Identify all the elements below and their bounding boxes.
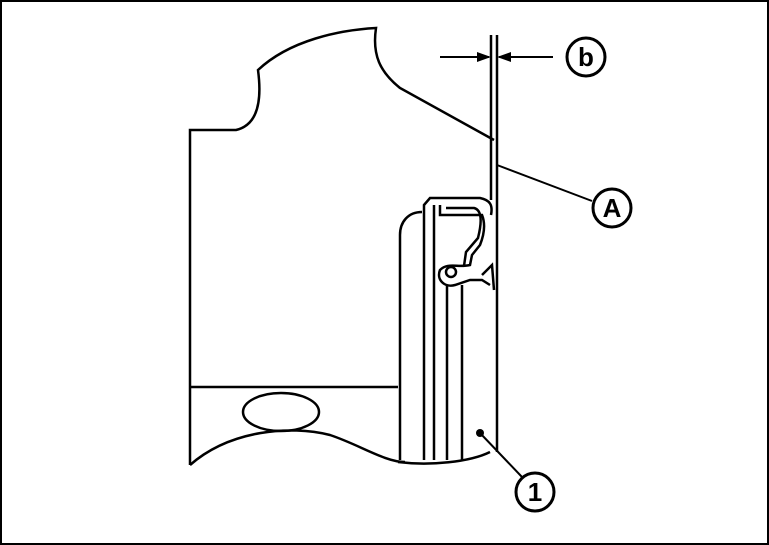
- seal-outer-body: [398, 210, 423, 460]
- callout-label-1: 1: [528, 477, 542, 507]
- callout-1: 1: [476, 429, 556, 513]
- callout-circle-A: [591, 187, 633, 229]
- housing-outline: [188, 26, 495, 465]
- callout-circle-b: [565, 36, 607, 78]
- shaft-surface: [489, 35, 499, 452]
- callout-label-A: A: [603, 193, 622, 223]
- dimension-b: b: [440, 36, 607, 78]
- housing-break-line: [189, 429, 406, 466]
- housing-hole: [241, 391, 321, 433]
- arrow-left-icon: [497, 52, 511, 62]
- arrow-right-icon: [477, 52, 491, 62]
- callout-A: A: [496, 164, 633, 229]
- callout-label-b: b: [578, 42, 594, 72]
- callout-circle-1: [514, 471, 556, 513]
- housing: [188, 26, 495, 466]
- oil-seal: [397, 196, 496, 465]
